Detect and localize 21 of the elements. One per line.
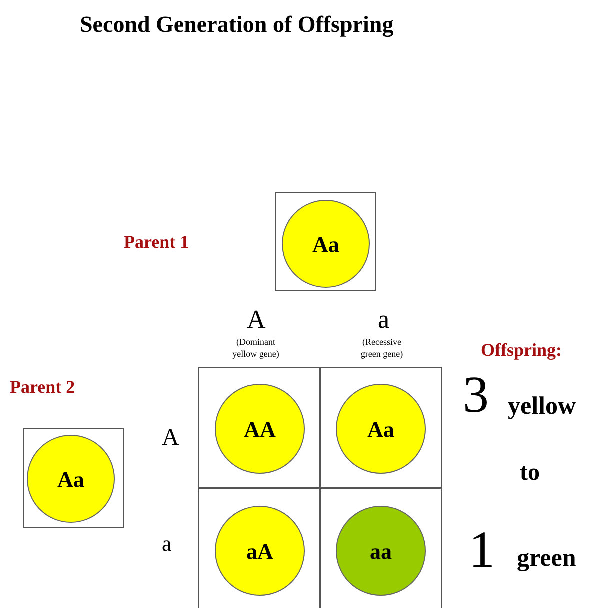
frame-box [198,488,320,608]
label-text: a [378,304,390,336]
label-text: Parent 2 [10,376,76,399]
label-text: a [162,530,172,558]
label-text: A [162,424,180,453]
frame-box [198,367,320,488]
label-text: A [247,304,266,336]
label-text: Offspring: [481,339,562,362]
label-text: yellow [508,392,576,422]
label-text: Parent 1 [124,231,190,254]
label-text: green [517,544,576,574]
title: Second Generation of Offspring [80,11,394,40]
frame-box [23,428,124,528]
frame-box [320,488,442,608]
label-text: (Recessive green gene) [360,336,404,360]
frame-box [320,367,442,488]
frame-box [275,192,376,291]
label-text: (Dominant yellow gene) [232,336,280,360]
label-text: 3 [463,370,489,422]
label-text: 1 [469,525,495,577]
label-text: to [520,459,540,488]
